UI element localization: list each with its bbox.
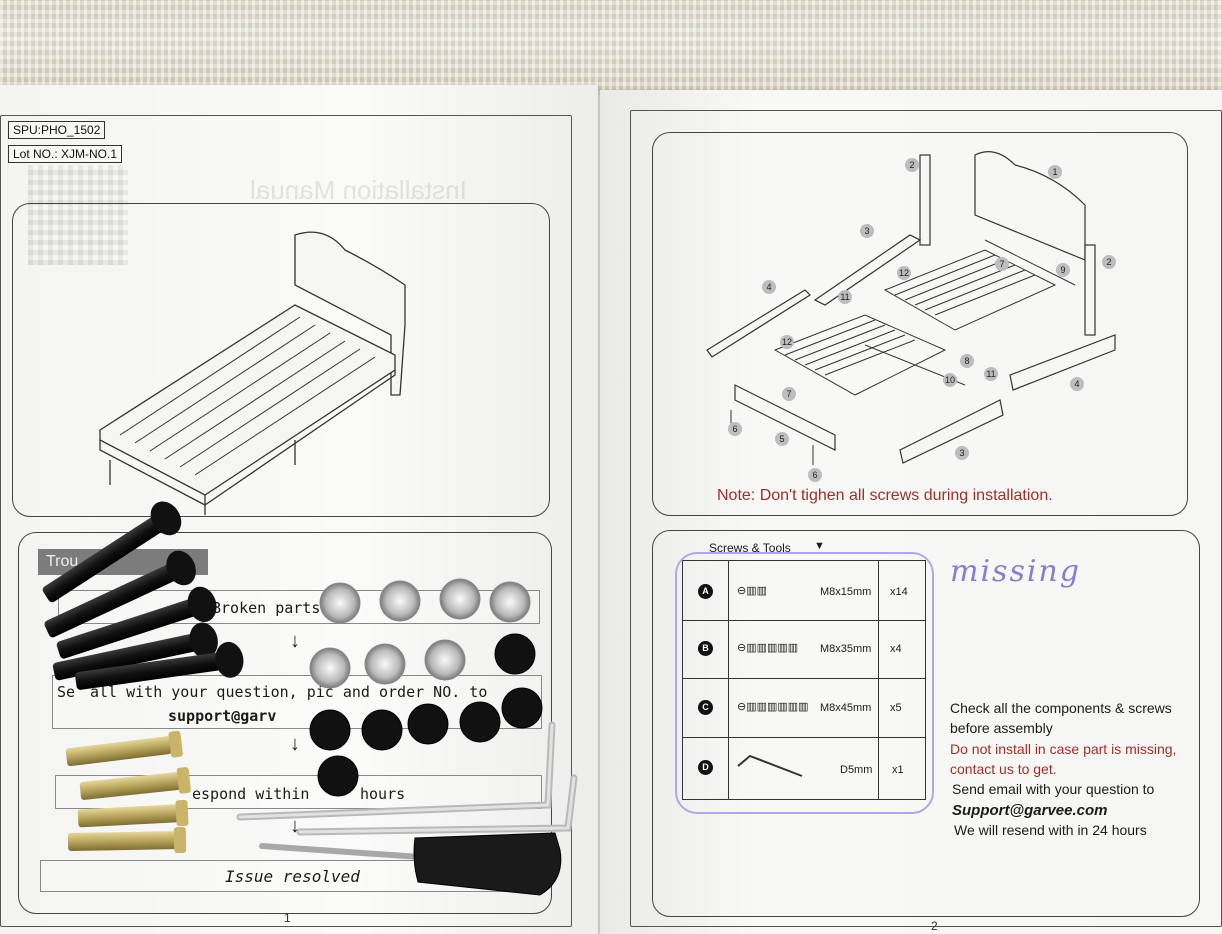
part-number-3a: 3 [860, 224, 874, 238]
page-1-border [0, 115, 572, 927]
brass-bolts [65, 730, 191, 854]
screws-table-col-letter [728, 560, 729, 800]
row-c-qty: x5 [890, 702, 902, 714]
part-number-7b: 7 [782, 387, 796, 401]
part-number-2a: 2 [905, 158, 919, 172]
part-number-2b: 2 [1102, 255, 1116, 269]
manual-page-2: 1 2 2 3 3 4 4 5 6 6 7 7 8 9 10 11 11 12 … [600, 90, 1222, 934]
check-text-2: before assembly [950, 720, 1053, 736]
exploded-bed-diagram [706, 151, 1116, 465]
row-c-size: M8x45mm [820, 702, 872, 714]
screws-tools-box [652, 530, 1200, 917]
part-number-9: 9 [1056, 263, 1070, 277]
allen-key-icon [737, 754, 803, 777]
flow-step-respond-hours: hours [360, 785, 406, 803]
resend-text: We will resend with in 24 hours [954, 822, 1147, 838]
purple-marker-circle [675, 552, 934, 814]
part-number-1: 1 [1048, 165, 1062, 179]
screws-table [682, 560, 926, 800]
row-c-letter: C [698, 700, 713, 715]
flow-step-email-prefix: Se [57, 683, 76, 701]
screws-table-divider-3 [682, 737, 926, 738]
silver-screws [309, 578, 531, 689]
flow-arrow-1: ↓ [290, 630, 300, 652]
part-number-11a: 11 [838, 290, 852, 304]
flow-arrow-2: ↓ [290, 733, 300, 755]
part-number-6a: 6 [728, 422, 742, 436]
page-number-2: 2 [931, 919, 938, 933]
part-number-4a: 4 [762, 280, 776, 294]
flow-step-email-text: all with your question, pic and order NO… [90, 683, 488, 701]
send-email-text: Send email with your question to [952, 781, 1155, 797]
handwritten-note: missing [950, 554, 1081, 589]
black-barrel-nuts [309, 633, 543, 797]
part-number-12a: 12 [897, 266, 911, 280]
part-number-8: 8 [960, 354, 974, 368]
lot-label: Lot NO.: XJM-NO.1 [8, 145, 123, 163]
part-number-10: 10 [943, 373, 957, 387]
page-number-1: 1 [284, 911, 291, 925]
bed-illustration-box [12, 203, 550, 517]
qr-code-ghost [28, 165, 128, 265]
screwdriver [259, 832, 562, 896]
flow-step-respond-text: espond within [192, 785, 310, 803]
row-d-letter: D [698, 760, 713, 775]
exploded-view-box [652, 132, 1188, 516]
row-d-size: D5mm [840, 764, 873, 776]
part-number-11b: 11 [984, 367, 998, 381]
row-a-qty: x14 [890, 586, 908, 598]
warning-text-1: Do not install in case part is missing, [950, 741, 1177, 757]
screws-table-divider-1 [682, 620, 926, 621]
part-number-6b: 6 [808, 468, 822, 482]
screws-table-col-qty [878, 560, 879, 800]
row-b-qty: x4 [890, 643, 902, 655]
row-d-qty: x1 [892, 764, 904, 776]
row-c-screw-icon: ⊖▥▥▥▥▥▥ [737, 701, 809, 713]
row-b-screw-icon: ⊖▥▥▥▥▥ [737, 642, 799, 654]
allen-wrenches [236, 721, 578, 836]
check-text-1: Check all the components & screws [950, 700, 1172, 716]
assembled-bed-illustration [99, 231, 406, 515]
long-black-bolts [42, 501, 244, 690]
flow-step-resolved-text: Issue resolved [225, 867, 360, 886]
flow-arrow-3: ↓ [290, 815, 300, 837]
part-number-4b: 4 [1070, 377, 1084, 391]
part-number-3b: 3 [955, 446, 969, 460]
screws-tools-arrow: ▼ [814, 540, 825, 552]
support-email: Support@garvee.com [952, 802, 1108, 819]
spu-label: SPU:PHO_1502 [8, 121, 106, 139]
part-number-5: 5 [775, 432, 789, 446]
part-number-7a: 7 [995, 257, 1009, 271]
warning-text-2: contact us to get. [950, 761, 1057, 777]
row-a-letter: A [698, 584, 713, 599]
screws-table-divider-2 [682, 678, 926, 679]
flow-step-email-address: support@garv [168, 707, 277, 725]
screws-tools-title: Screws & Tools [709, 541, 791, 555]
installation-note: Note: Don't tighen all screws during ins… [717, 487, 1053, 504]
row-a-screw-icon: ⊖▥▥ [737, 585, 768, 597]
row-b-letter: B [698, 641, 713, 656]
part-number-12b: 12 [780, 335, 794, 349]
row-a-size: M8x15mm [820, 586, 872, 598]
row-b-size: M8x35mm [820, 643, 872, 655]
carpet-background [0, 0, 1222, 95]
flow-step-broken-text: Broken parts [212, 599, 321, 617]
